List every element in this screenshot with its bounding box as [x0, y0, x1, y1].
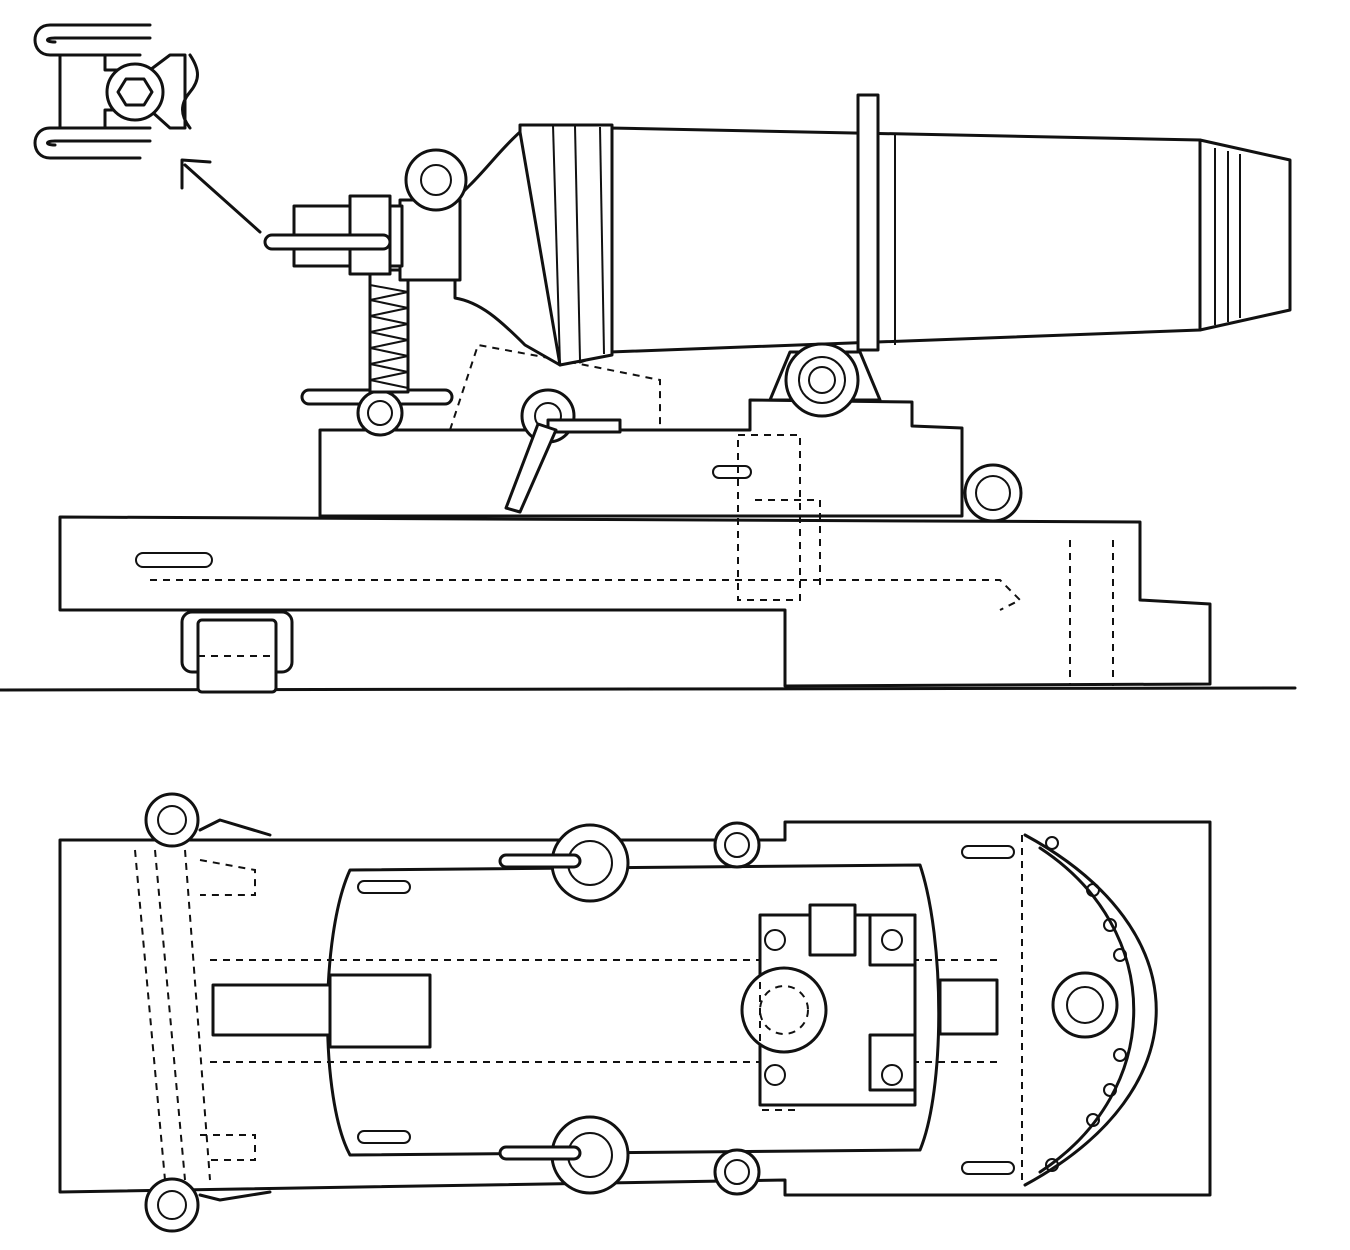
breeching-loop: [404, 148, 468, 212]
ring-bolt: [144, 792, 200, 848]
lever: [504, 388, 622, 514]
racer-arc: [1021, 833, 1158, 1187]
slot: [961, 845, 1015, 859]
pivot-bolt: [740, 966, 828, 1054]
front-pivot-ring: [1051, 971, 1119, 1039]
ring-bolt: [963, 463, 1023, 523]
gun-barrel: [263, 93, 1292, 367]
cascabel-pin: [263, 233, 392, 251]
pivot-assembly: [740, 903, 917, 1111]
trunnion: [768, 342, 882, 418]
side-ring: [498, 1115, 630, 1195]
plan-view: [58, 792, 1212, 1233]
ground-line: [0, 686, 1297, 692]
slot: [961, 1161, 1015, 1175]
slot: [712, 465, 752, 479]
detail-inset: [33, 23, 199, 160]
slot: [357, 1130, 411, 1144]
side-ring: [498, 823, 630, 903]
barrel-band: [856, 93, 880, 352]
detail-arrow: [180, 158, 262, 234]
truck-wheel: [180, 610, 294, 694]
elevating-screw: [300, 268, 454, 437]
slot: [357, 880, 411, 894]
carriage-block: [318, 398, 964, 601]
slide: [58, 515, 1212, 688]
truck-axle: [134, 849, 166, 1181]
breech: [398, 198, 462, 282]
tail-bar: [211, 983, 335, 1037]
side-elevation-view: [0, 23, 1297, 694]
slot: [135, 552, 213, 568]
ring-bolt: [713, 821, 761, 869]
ring-bolt: [713, 1148, 761, 1196]
ring-bolt: [144, 1177, 200, 1233]
